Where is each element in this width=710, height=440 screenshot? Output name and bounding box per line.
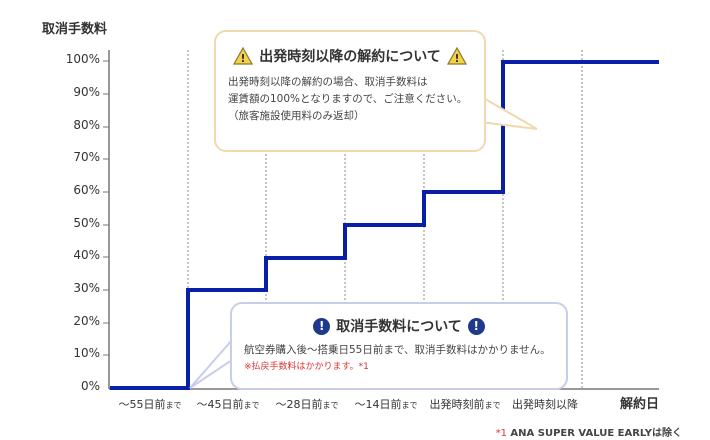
y-tick: 40% xyxy=(73,248,100,262)
y-tick: 20% xyxy=(73,314,100,328)
callout-departure-title: 出発時刻以降の解約について xyxy=(259,49,441,65)
x-label: 出発時刻以降 xyxy=(512,398,578,411)
x-label: 出発時刻前まで xyxy=(429,398,501,411)
y-tick: 100% xyxy=(65,52,100,66)
callout-departure-line: （旅客施設使用料のみ返却） xyxy=(228,110,365,122)
x-axis-title: 解約日 xyxy=(620,397,660,412)
fee-step-line xyxy=(110,60,659,390)
callout-fee-line: 航空券購入後〜搭乗日55日前まで、取消手数料はかかりません。 xyxy=(244,344,551,356)
x-label: 〜28日前まで xyxy=(275,398,339,411)
callout-departure-line: 運賃額の100%となりますので、ご注意ください。 xyxy=(228,93,468,105)
y-tick: 50% xyxy=(73,216,100,230)
svg-text:!: ! xyxy=(241,52,246,65)
x-label: 〜45日前まで xyxy=(196,398,260,411)
callout-fee: ! 取消手数料について ! 航空券購入後〜搭乗日55日前まで、取消手数料はかかり… xyxy=(230,302,568,390)
callout-fee-note: ※払戻手数料はかかります。*1 xyxy=(244,362,369,372)
callout-fee-title-row: ! 取消手数料について ! xyxy=(232,316,566,336)
y-tick: 80% xyxy=(73,118,100,132)
x-label: 〜14日前まで xyxy=(354,398,418,411)
exclamation-icon: ! xyxy=(313,317,331,335)
warning-icon: ! xyxy=(446,47,467,65)
callout-fee-title: 取消手数料について xyxy=(336,319,462,335)
y-tick: 10% xyxy=(73,346,100,360)
y-tick: 30% xyxy=(73,281,100,295)
y-tick: 90% xyxy=(73,85,100,99)
y-tick: 0% xyxy=(80,379,100,393)
callout-fee-tail xyxy=(189,337,233,389)
callout-departure-line: 出発時刻以降の解約の場合、取消手数料は xyxy=(228,76,428,88)
y-axis-title: 取消手数料 xyxy=(42,22,108,37)
x-label: 〜55日前まで xyxy=(118,398,182,411)
callout-departure-tail xyxy=(479,94,538,130)
y-tick-marks xyxy=(103,60,109,356)
y-tick: 70% xyxy=(73,150,100,164)
footnote: *1 ANA SUPER VALUE EARLYは除く xyxy=(495,428,682,439)
y-tick: 60% xyxy=(73,183,100,197)
svg-text:!: ! xyxy=(454,52,459,65)
callout-departure: ! 出発時刻以降の解約について ! 出発時刻以降の解約の場合、取消手数料は 運賃… xyxy=(214,30,486,152)
exclamation-icon: ! xyxy=(467,317,485,335)
callout-departure-title-row: ! 出発時刻以降の解約について ! xyxy=(216,46,484,66)
warning-icon: ! xyxy=(233,47,254,65)
